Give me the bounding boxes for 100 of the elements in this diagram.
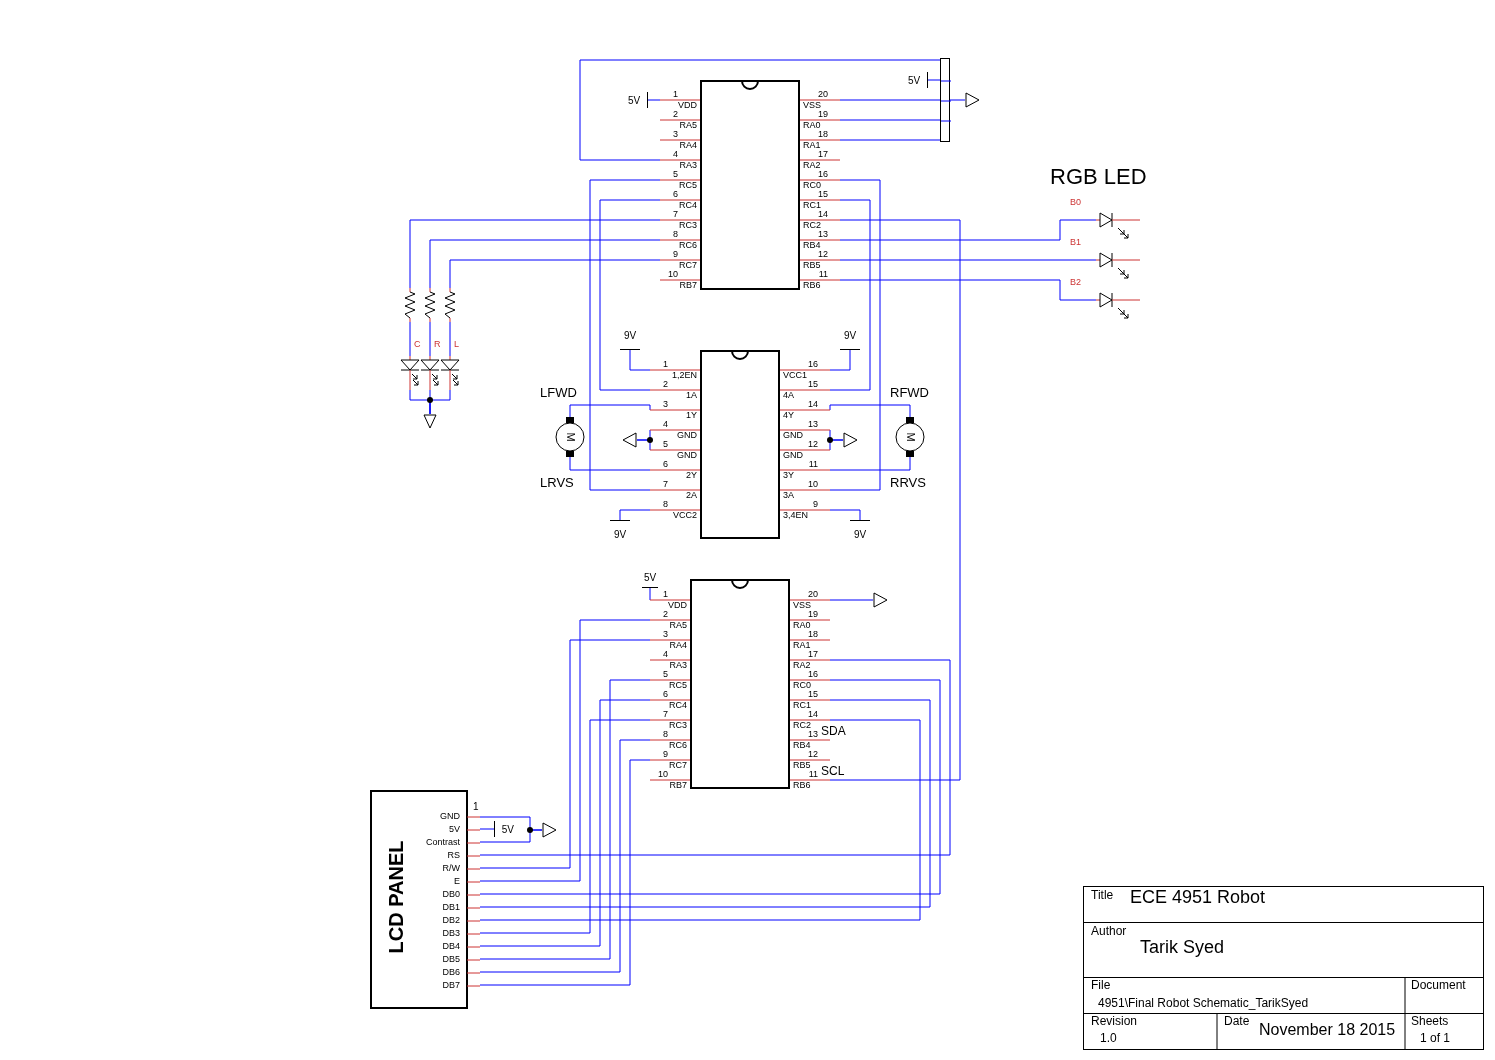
pin-label: RA3: [669, 661, 687, 670]
pin-number: 14: [818, 210, 828, 219]
pin-number: 20: [808, 590, 818, 599]
wire: [449, 321, 451, 357]
pin-label: RC2: [803, 221, 821, 230]
pin-number: 9: [673, 250, 678, 259]
title-block-text: File: [1091, 979, 1111, 993]
ground-symbol: [843, 432, 858, 448]
pin-number: 11: [818, 270, 828, 279]
pin-number: 18: [808, 630, 818, 639]
pin-number: 16: [808, 360, 818, 369]
pin-label: RA2: [803, 161, 821, 170]
wire: [479, 828, 495, 830]
wire: [949, 99, 966, 101]
pin-label: Contrast: [426, 838, 460, 847]
pin-number: 5: [663, 440, 668, 449]
pin-number: 14: [808, 710, 818, 719]
wire: [647, 99, 661, 101]
wire: [829, 349, 851, 371]
pin-number: 5: [673, 170, 678, 179]
pin-label: DB3: [442, 929, 460, 938]
pin-number: 13: [808, 730, 818, 739]
pin-number: 15: [808, 380, 818, 389]
wire: [829, 199, 871, 391]
title-block-text: Revision: [1091, 1015, 1138, 1029]
wire: [829, 456, 911, 471]
pin-label: RA2: [793, 661, 811, 670]
wire: [839, 139, 941, 141]
title-block-text: Tarik Syed: [1140, 938, 1225, 958]
part-label: B1: [1070, 238, 1081, 248]
pin-number: 3: [663, 400, 668, 409]
wire: [829, 219, 961, 781]
pin-label: DB7: [442, 981, 460, 990]
pin-number: 11: [808, 460, 818, 469]
pin-label: RC6: [679, 241, 697, 250]
wire: [579, 59, 941, 161]
pin-label: DB0: [442, 890, 460, 899]
pin-number: 17: [808, 650, 818, 659]
motor-symbol: [894, 417, 926, 457]
pin-label: RA1: [793, 641, 811, 650]
title-block-text: 1.0: [1100, 1032, 1117, 1046]
resistor-symbol: [404, 288, 416, 322]
wire: [839, 219, 1097, 241]
pin-number: 6: [673, 190, 678, 199]
ic-chip: [650, 350, 830, 539]
module-title: LCD PANEL: [386, 840, 406, 954]
pin-label: RC0: [793, 681, 811, 690]
wire: [479, 699, 931, 908]
motor-symbol: [554, 417, 586, 457]
pin-label: RC3: [679, 221, 697, 230]
pin-number: 12: [808, 750, 818, 759]
ground-symbol: [423, 414, 437, 429]
pin-number: 13: [818, 230, 828, 239]
pin-label: RC6: [669, 741, 687, 750]
pin-label: RC5: [669, 681, 687, 690]
pin-number: 7: [663, 710, 668, 719]
connector-header: [940, 58, 950, 142]
pin-number: 15: [818, 190, 828, 199]
ic-chip: [660, 80, 840, 290]
pin-label: 2A: [686, 491, 697, 500]
pin-label: R/W: [442, 864, 460, 873]
wire: [829, 599, 874, 601]
pin-number: 18: [818, 130, 828, 139]
signal-label: SDA: [821, 725, 846, 739]
pin-label: RA4: [679, 141, 697, 150]
pin-number: 10: [668, 270, 678, 279]
wire: [409, 219, 661, 289]
part-label: L: [454, 340, 459, 350]
pin-number: 7: [663, 480, 668, 489]
ground-symbol: [965, 92, 980, 108]
title-block-text: Document: [1411, 979, 1466, 993]
pin-label: VDD: [668, 601, 687, 610]
pin-label: VDD: [678, 101, 697, 110]
wire: [479, 829, 543, 843]
pin-label: E: [454, 877, 460, 886]
motor-label: M: [564, 432, 576, 442]
pin-label: RB7: [679, 281, 697, 290]
wire: [619, 509, 651, 521]
led-symbol: [400, 356, 420, 390]
pin-label: 3A: [783, 491, 794, 500]
part-label: RRVS: [890, 476, 926, 491]
pin-number: 17: [818, 150, 828, 159]
pin-number: 4: [673, 150, 678, 159]
wire: [829, 404, 911, 418]
pin-label: RC5: [679, 181, 697, 190]
pin-number: 10: [808, 480, 818, 489]
wire: [479, 659, 951, 856]
part-label: LRVS: [540, 476, 574, 491]
pin-label: GND: [677, 451, 697, 460]
pin-label: RA3: [679, 161, 697, 170]
ground-symbol: [542, 822, 557, 838]
pin-label: RB5: [793, 761, 811, 770]
pin-number: 9: [663, 750, 668, 759]
title-block-text: ECE 4951 Robot: [1130, 888, 1266, 908]
pin-number: 2: [663, 610, 668, 619]
wire: [429, 389, 451, 415]
title-block-text: Sheets: [1411, 1015, 1449, 1029]
wire: [599, 199, 661, 391]
pin-label: RC2: [793, 721, 811, 730]
pin-number: 13: [808, 420, 818, 429]
